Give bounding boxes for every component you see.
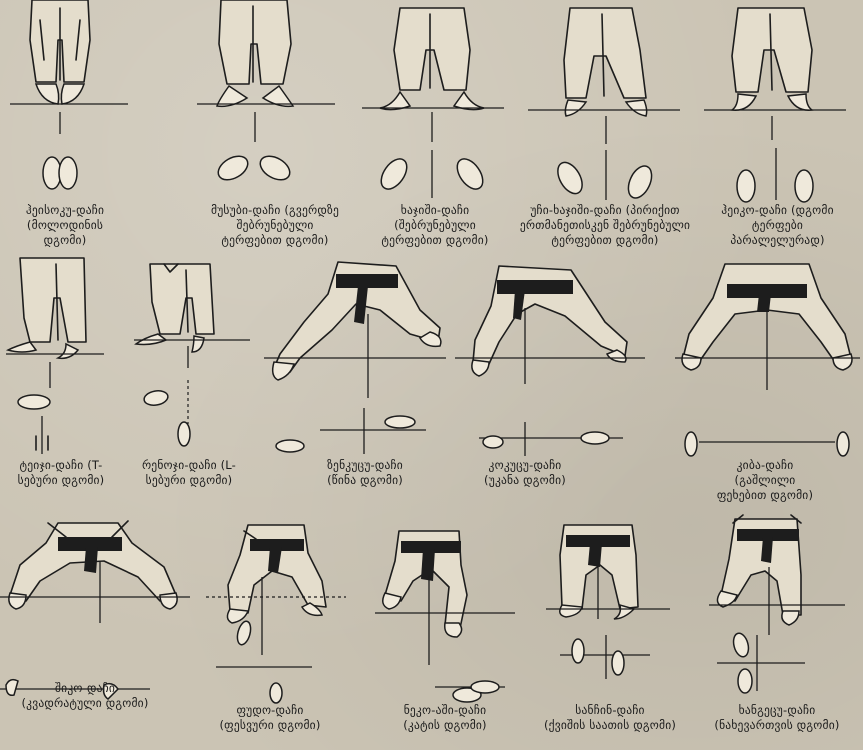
caption-teiji: ტეიჯი-დაჩი (T- სებური დგომი) [0,458,126,488]
teiji-figure [0,258,130,458]
caption-shiko: შიკო-დაჩი (კვადრატული დგომი) [0,681,170,711]
caption-fudo: ფუდო-დაჩი (ფესვური დგომი) [200,703,340,733]
stance-sanchin: სანჩინ-დაჩი (ქვიშის საათის დგომი) [540,515,680,750]
renoji-figure [130,258,260,458]
caption-kiba: კიბა-დაჩი (გაშლილი ფეხებით დგომი) [685,458,845,503]
heisoku-figure [0,0,140,200]
caption-heiko: ჰეიკო-დაჩი (დგომი ტერფები პარალელურად) [700,203,855,248]
stance-fudo: ფუდო-დაჩი (ფესვური დგომი) [200,515,350,750]
stance-kiba: კიბა-დაჩი (გაშლილი ფეხებით დგომი) [675,258,860,518]
caption-renoji: რენოჯი-დაჩი (L- სებური დგომი) [124,458,254,488]
fudo-figure [200,515,350,715]
caption-kokutsu: კოკუცუ-დაჩი (უკანა დგომი) [455,458,595,488]
heiko-figure [700,0,850,200]
caption-uchi-hachiji: უჩი-ხაჯიში-დაჩი (პირიქით ერთმანეთისკენ შ… [505,203,705,248]
zenkutsu-figure [260,258,450,458]
stance-shiko: შიკო-დაჩი (კვადრატული დგომი) [0,515,190,750]
stance-hachiji: ხაჯიში-დაჩი (შებრუნებული ტერფებით დგომი) [360,0,510,255]
kiba-figure [675,258,860,458]
caption-zenkutsu: ზენკუცუ-დაჩი (წინა დგომი) [280,458,450,488]
hangetsu-figure [705,515,855,715]
hachiji-figure [360,0,510,200]
caption-musubi: მუსუბი-დაჩი (გვერდზე შებრუნებული ტერფები… [185,203,365,248]
caption-nekoashi: ნეკო-აში-დაჩი (კატის დგომი) [375,703,515,733]
sanchin-figure [540,515,680,715]
stance-hangetsu: ხანგეცუ-დაჩი (ნახევართვის დგომი) [705,515,855,750]
caption-heisoku: ჰეისოკუ-დაჩი (მოლოდინის დგომი) [10,203,120,248]
stance-heisoku: ჰეისოკუ-დაჩი (მოლოდინის დგომი) [0,0,140,255]
stance-kokutsu: კოკუცუ-დაჩი (უკანა დგომი) [455,258,645,498]
kokutsu-figure [455,258,645,458]
stance-nekoashi: ნეკო-აში-დაჩი (კატის დგომი) [375,515,525,750]
stance-heiko: ჰეიკო-დაჩი (დგომი ტერფები პარალელურად) [700,0,850,255]
musubi-figure [195,0,355,200]
stance-uchi-hachiji: უჩი-ხაჯიში-დაჩი (პირიქით ერთმანეთისკენ შ… [520,0,690,255]
stance-musubi: მუსუბი-დაჩი (გვერდზე შებრუნებული ტერფები… [195,0,355,255]
uchi-hachiji-figure [520,0,690,200]
nekoashi-figure [375,515,525,715]
stance-renoji: რენოჯი-დაჩი (L- სებური დგომი) [130,258,260,498]
stance-zenkutsu: ზენკუცუ-დაჩი (წინა დგომი) [260,258,450,498]
caption-sanchin: სანჩინ-დაჩი (ქვიშის საათის დგომი) [530,703,690,733]
caption-hachiji: ხაჯიში-დაჩი (შებრუნებული ტერფებით დგომი) [350,203,520,248]
stance-teiji: ტეიჯი-დაჩი (T- სებური დგომი) [0,258,130,498]
caption-hangetsu: ხანგეცუ-დაჩი (ნახევართვის დგომი) [699,703,855,733]
